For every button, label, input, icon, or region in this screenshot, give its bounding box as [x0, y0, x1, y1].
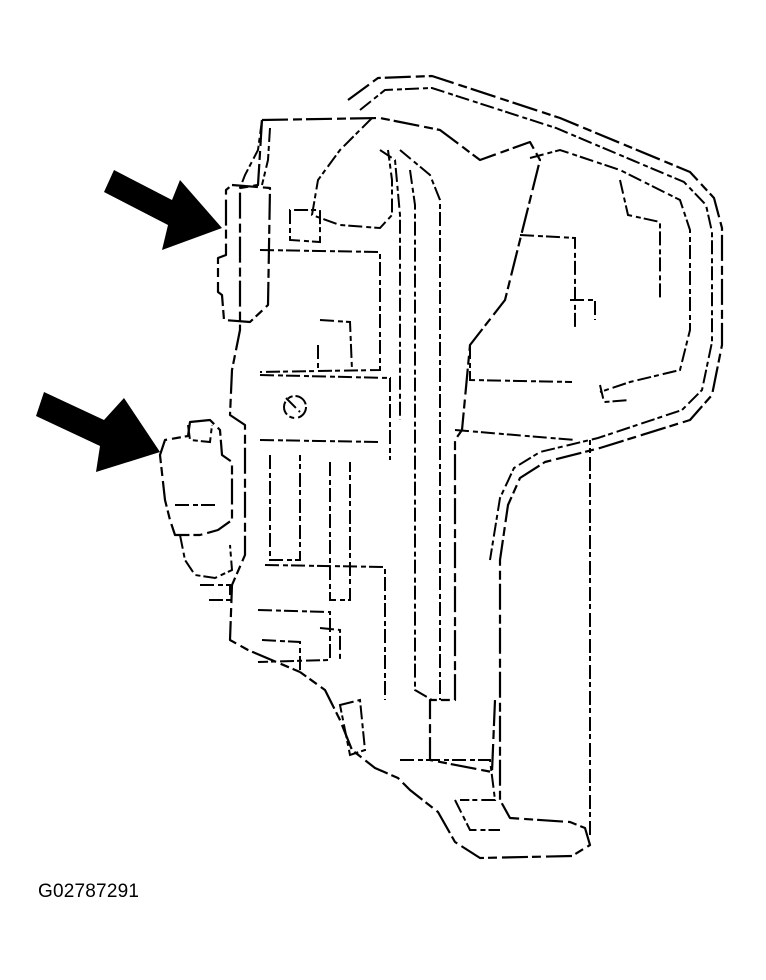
housing-outer-shell [299, 74, 724, 860]
lower-connector [158, 418, 234, 601]
mounting-stud [283, 395, 307, 419]
actuator-body [228, 116, 542, 831]
figure-id-label: G02787291 [38, 881, 140, 902]
housing-inner-panel [454, 148, 691, 441]
upper-arrow [104, 170, 222, 250]
upper-connector [216, 119, 272, 324]
lower-arrow [36, 392, 160, 472]
